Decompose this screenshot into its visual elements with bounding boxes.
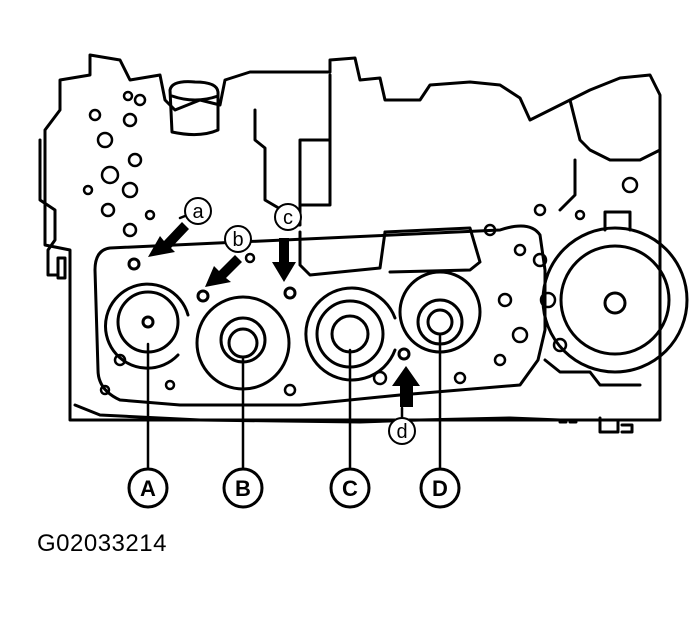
bore-d-inner — [426, 308, 454, 336]
bore-b-inner — [227, 327, 259, 359]
callout-d-label: d — [396, 421, 407, 443]
callout-B-circle — [222, 467, 264, 509]
callout-D-circle — [419, 467, 461, 509]
callout-a-label: a — [192, 201, 204, 223]
bracket-lower-right — [598, 416, 634, 434]
callout-b-label: b — [232, 229, 243, 251]
top-boss-band — [170, 94, 220, 102]
valve-body-plate — [93, 224, 547, 407]
left-bracket — [38, 138, 60, 277]
lower-flange — [73, 403, 622, 424]
raised-ridge — [298, 230, 387, 277]
bore-b-ring — [219, 316, 267, 364]
right-bearing-tab — [603, 210, 632, 232]
callout-D-label: D — [432, 476, 448, 501]
callout-b-circle — [224, 225, 252, 253]
callout-d-circle — [388, 417, 416, 445]
top-boss — [168, 80, 220, 137]
callout-C-circle — [329, 467, 371, 509]
figure-code: G02033214 — [37, 530, 167, 557]
callout-A-label: A — [140, 476, 156, 501]
bore-c-inner — [330, 314, 370, 354]
bore-c-outer — [304, 286, 397, 382]
callout-c-circle — [274, 203, 302, 231]
callout-c-label: c — [283, 207, 293, 229]
callout-B-label: B — [235, 476, 251, 501]
right-bearing-inner — [603, 291, 627, 315]
oil-hole-b — [196, 289, 210, 303]
oil-hole-a — [127, 257, 141, 271]
left-tab — [56, 256, 67, 280]
center-plate-inner — [298, 138, 332, 212]
upper-right-rib — [558, 158, 577, 212]
callout-A-circle — [127, 467, 169, 509]
arrow-d — [392, 366, 420, 407]
callout-a-circle — [184, 197, 212, 225]
right-bearing-base — [543, 358, 642, 387]
oil-hole-c — [283, 286, 297, 300]
oil-hole-d — [397, 347, 411, 361]
housing-outline — [43, 53, 662, 422]
right-bearing-mid — [559, 244, 671, 356]
right-bearing-outer — [541, 226, 689, 374]
left-rib-holes — [82, 90, 639, 397]
bore-a-center — [141, 315, 155, 329]
leader-lines — [146, 212, 442, 472]
arrow-a — [148, 222, 189, 257]
arrow-b — [205, 255, 242, 287]
upper-right-frame — [568, 98, 662, 162]
arrow-c — [272, 238, 296, 282]
callout-C-label: C — [342, 476, 358, 501]
center-plate — [253, 73, 332, 227]
